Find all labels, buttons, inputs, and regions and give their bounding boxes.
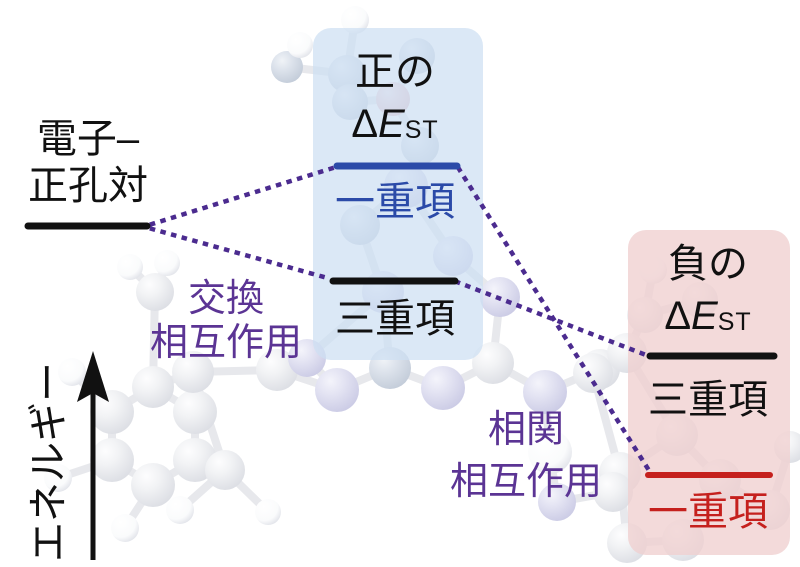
electron-hole-pair-label: 電子– 正孔対 [5,116,171,210]
connector-singlet-to-singlet [455,165,654,476]
energy-axis-arrow [77,351,109,560]
delta-symbol: Δ [351,102,379,146]
correlation-interaction-label-line2: 相互作用 [449,461,602,503]
positive-singlet-label: 一重項 [335,180,455,224]
positive-dest-title: 正の ΔEST [315,46,475,156]
electron-hole-pair-label-line2: 正孔対 [28,164,148,208]
negative-delta-est-symbol: ΔEST [628,290,788,348]
positive-dest-title-line1: 正の [355,50,435,94]
positive-delta-est-symbol: ΔEST [315,98,475,156]
delta-symbol: Δ [664,294,692,338]
negative-dest-title-line1: 負の [668,242,748,286]
energy-symbol: E [691,294,718,338]
exchange-interaction-label: 交換 相互作用 [126,277,326,365]
correlation-interaction-label: 相関 相互作用 [426,404,626,508]
st-subscript: ST [717,308,752,336]
connector-ehpair-to-triplet [149,226,334,282]
connector-ehpair-to-singlet [149,165,336,227]
correlation-interaction-label-line1: 相関 [487,409,564,451]
negative-singlet-label: 一重項 [648,490,768,534]
positive-dest-highlight-box [313,28,483,360]
positive-triplet-label: 三重項 [335,297,455,341]
exchange-interaction-label-line2: 相互作用 [149,322,302,364]
st-subscript: ST [404,116,439,144]
connector-triplet-to-triplet [454,279,649,358]
exchange-interaction-label-line1: 交換 [187,278,264,320]
dotted-connector-lines [149,165,654,476]
negative-dest-highlight-box [628,230,790,555]
electron-hole-pair-label-line1: 電子– [36,117,140,161]
negative-dest-title: 負の ΔEST [628,238,788,348]
negative-triplet-label: 三重項 [648,378,768,422]
energy-symbol: E [378,102,405,146]
energy-axis-label: エネルギー [27,362,71,562]
